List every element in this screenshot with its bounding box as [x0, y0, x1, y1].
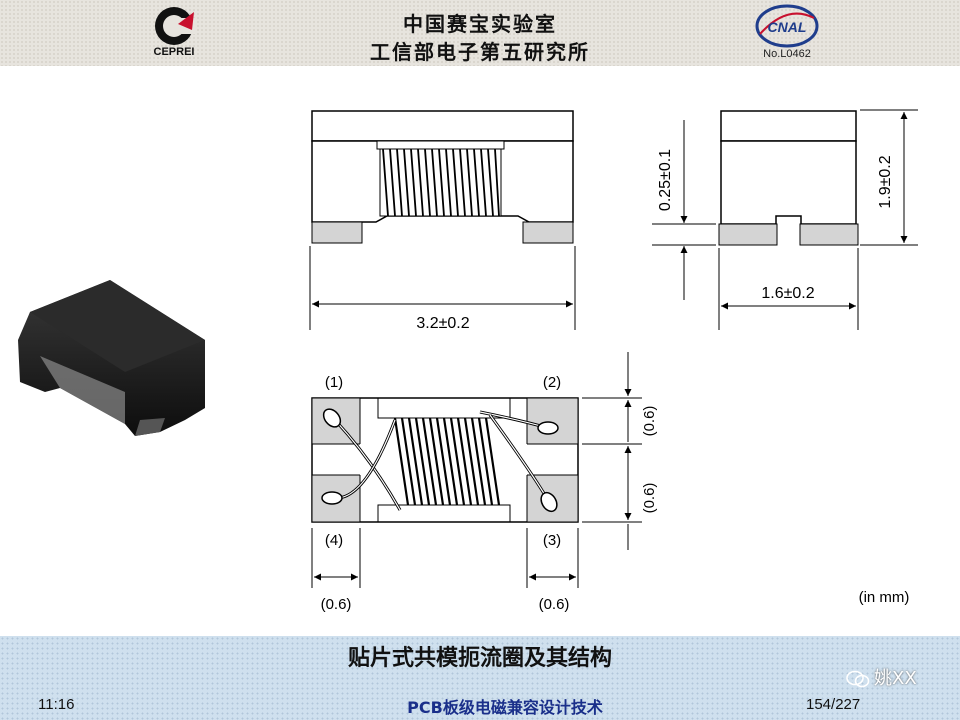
slide-caption: 贴片式共模扼流圈及其结构 — [347, 646, 612, 671]
footer-time: 11:16 — [38, 696, 75, 713]
pin-2-label: (2) — [543, 374, 561, 391]
footer-page-number: 154/227 — [806, 696, 861, 713]
footer-title: PCB板级电磁兼容设计技术 — [407, 698, 603, 717]
bottom-winding — [393, 417, 501, 506]
cnal-logo: CNAL No.L0462 — [752, 4, 822, 62]
pin-1-label: (1) — [325, 374, 343, 391]
wechat-icon — [846, 670, 870, 688]
ceprei-logo-text: CEPREI — [153, 46, 195, 58]
component-photo — [18, 280, 205, 436]
ceprei-logo: CEPREI — [138, 4, 210, 62]
cnal-logo-text: CNAL — [768, 19, 807, 35]
bottom-view-drawing: (1) (2) (4) (3) (0.6) (0.6) (0.6) (0.6) — [311, 352, 658, 613]
slide-header: CEPREI 中国赛宝实验室 工信部电子第五研究所 CNAL No.L0462 — [0, 0, 960, 66]
header-title-line2: 工信部电子第五研究所 — [370, 40, 590, 64]
slide-footer — [0, 636, 960, 720]
header-title-line1: 中国赛宝实验室 — [403, 12, 557, 36]
pad-width-left-label: (0.6) — [321, 596, 352, 613]
side-height-label: 1.9±0.2 — [877, 155, 894, 208]
pin-3-label: (3) — [543, 532, 561, 549]
watermark: 姚XX — [846, 664, 917, 690]
side-pad-height-label: 0.25±0.1 — [657, 149, 674, 211]
top-width-label: 3.2±0.2 — [416, 315, 469, 332]
inductor-diagram: 3.2±0.2 1.9±0.2 0.25±0.1 1.6±0.2 — [18, 109, 918, 613]
pad-width-right-label: (0.6) — [539, 596, 570, 613]
watermark-text: 姚XX — [874, 668, 917, 689]
cnal-number: No.L0462 — [763, 48, 811, 60]
pad-pitch-lower-label: (0.6) — [641, 483, 658, 514]
pad-pitch-upper-label: (0.6) — [641, 406, 658, 437]
top-view-drawing: 3.2±0.2 — [309, 110, 576, 332]
pin-4-label: (4) — [325, 532, 343, 549]
unit-note: (in mm) — [859, 589, 910, 606]
side-width-label: 1.6±0.2 — [761, 285, 814, 302]
side-view-drawing: 1.9±0.2 0.25±0.1 1.6±0.2 — [652, 109, 918, 330]
top-winding — [379, 148, 502, 217]
